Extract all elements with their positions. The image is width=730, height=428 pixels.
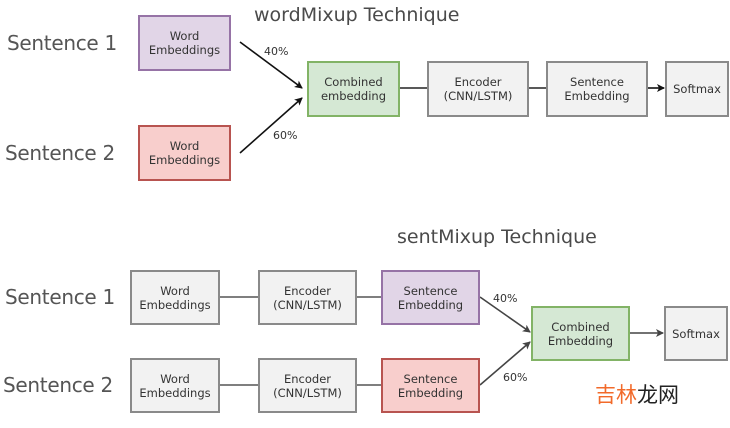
wordmixup-weight-40: 40% xyxy=(264,45,289,58)
sentmixup-sentence-2-label: Sentence 2 xyxy=(3,373,113,397)
wordmixup-weight-60: 60% xyxy=(273,129,298,142)
arrow-sent-emb-2-to-combined xyxy=(479,341,531,386)
wordmixup-sentence-2-label: Sentence 2 xyxy=(5,141,115,165)
arrow-word-emb-1-to-combined xyxy=(239,41,303,89)
sentmixup-encoder-2: Encoder(CNN/LSTM) xyxy=(258,358,357,413)
arrow-sent-emb-1-to-combined xyxy=(479,296,531,333)
watermark-orange-text: 吉林 xyxy=(595,383,637,407)
sentmixup-weight-40: 40% xyxy=(493,292,518,305)
watermark: 吉林龙网 xyxy=(595,379,679,409)
sentmixup-weight-60: 60% xyxy=(503,371,528,384)
sentmixup-title: sentMixup Technique xyxy=(397,226,597,248)
wordmixup-softmax: Softmax xyxy=(665,61,729,117)
wordmixup-sentence-1-label: Sentence 1 xyxy=(7,31,117,55)
watermark-black-text: 龙网 xyxy=(637,383,679,407)
sentmixup-softmax: Softmax xyxy=(664,306,728,361)
wordmixup-encoder: Encoder(CNN/LSTM) xyxy=(427,61,529,117)
wordmixup-title: wordMixup Technique xyxy=(254,4,460,26)
arrow-word-emb-2-to-combined xyxy=(239,97,303,154)
sentmixup-encoder-1: Encoder(CNN/LSTM) xyxy=(258,270,357,325)
sentmixup-sentence-1-label: Sentence 1 xyxy=(5,285,115,309)
